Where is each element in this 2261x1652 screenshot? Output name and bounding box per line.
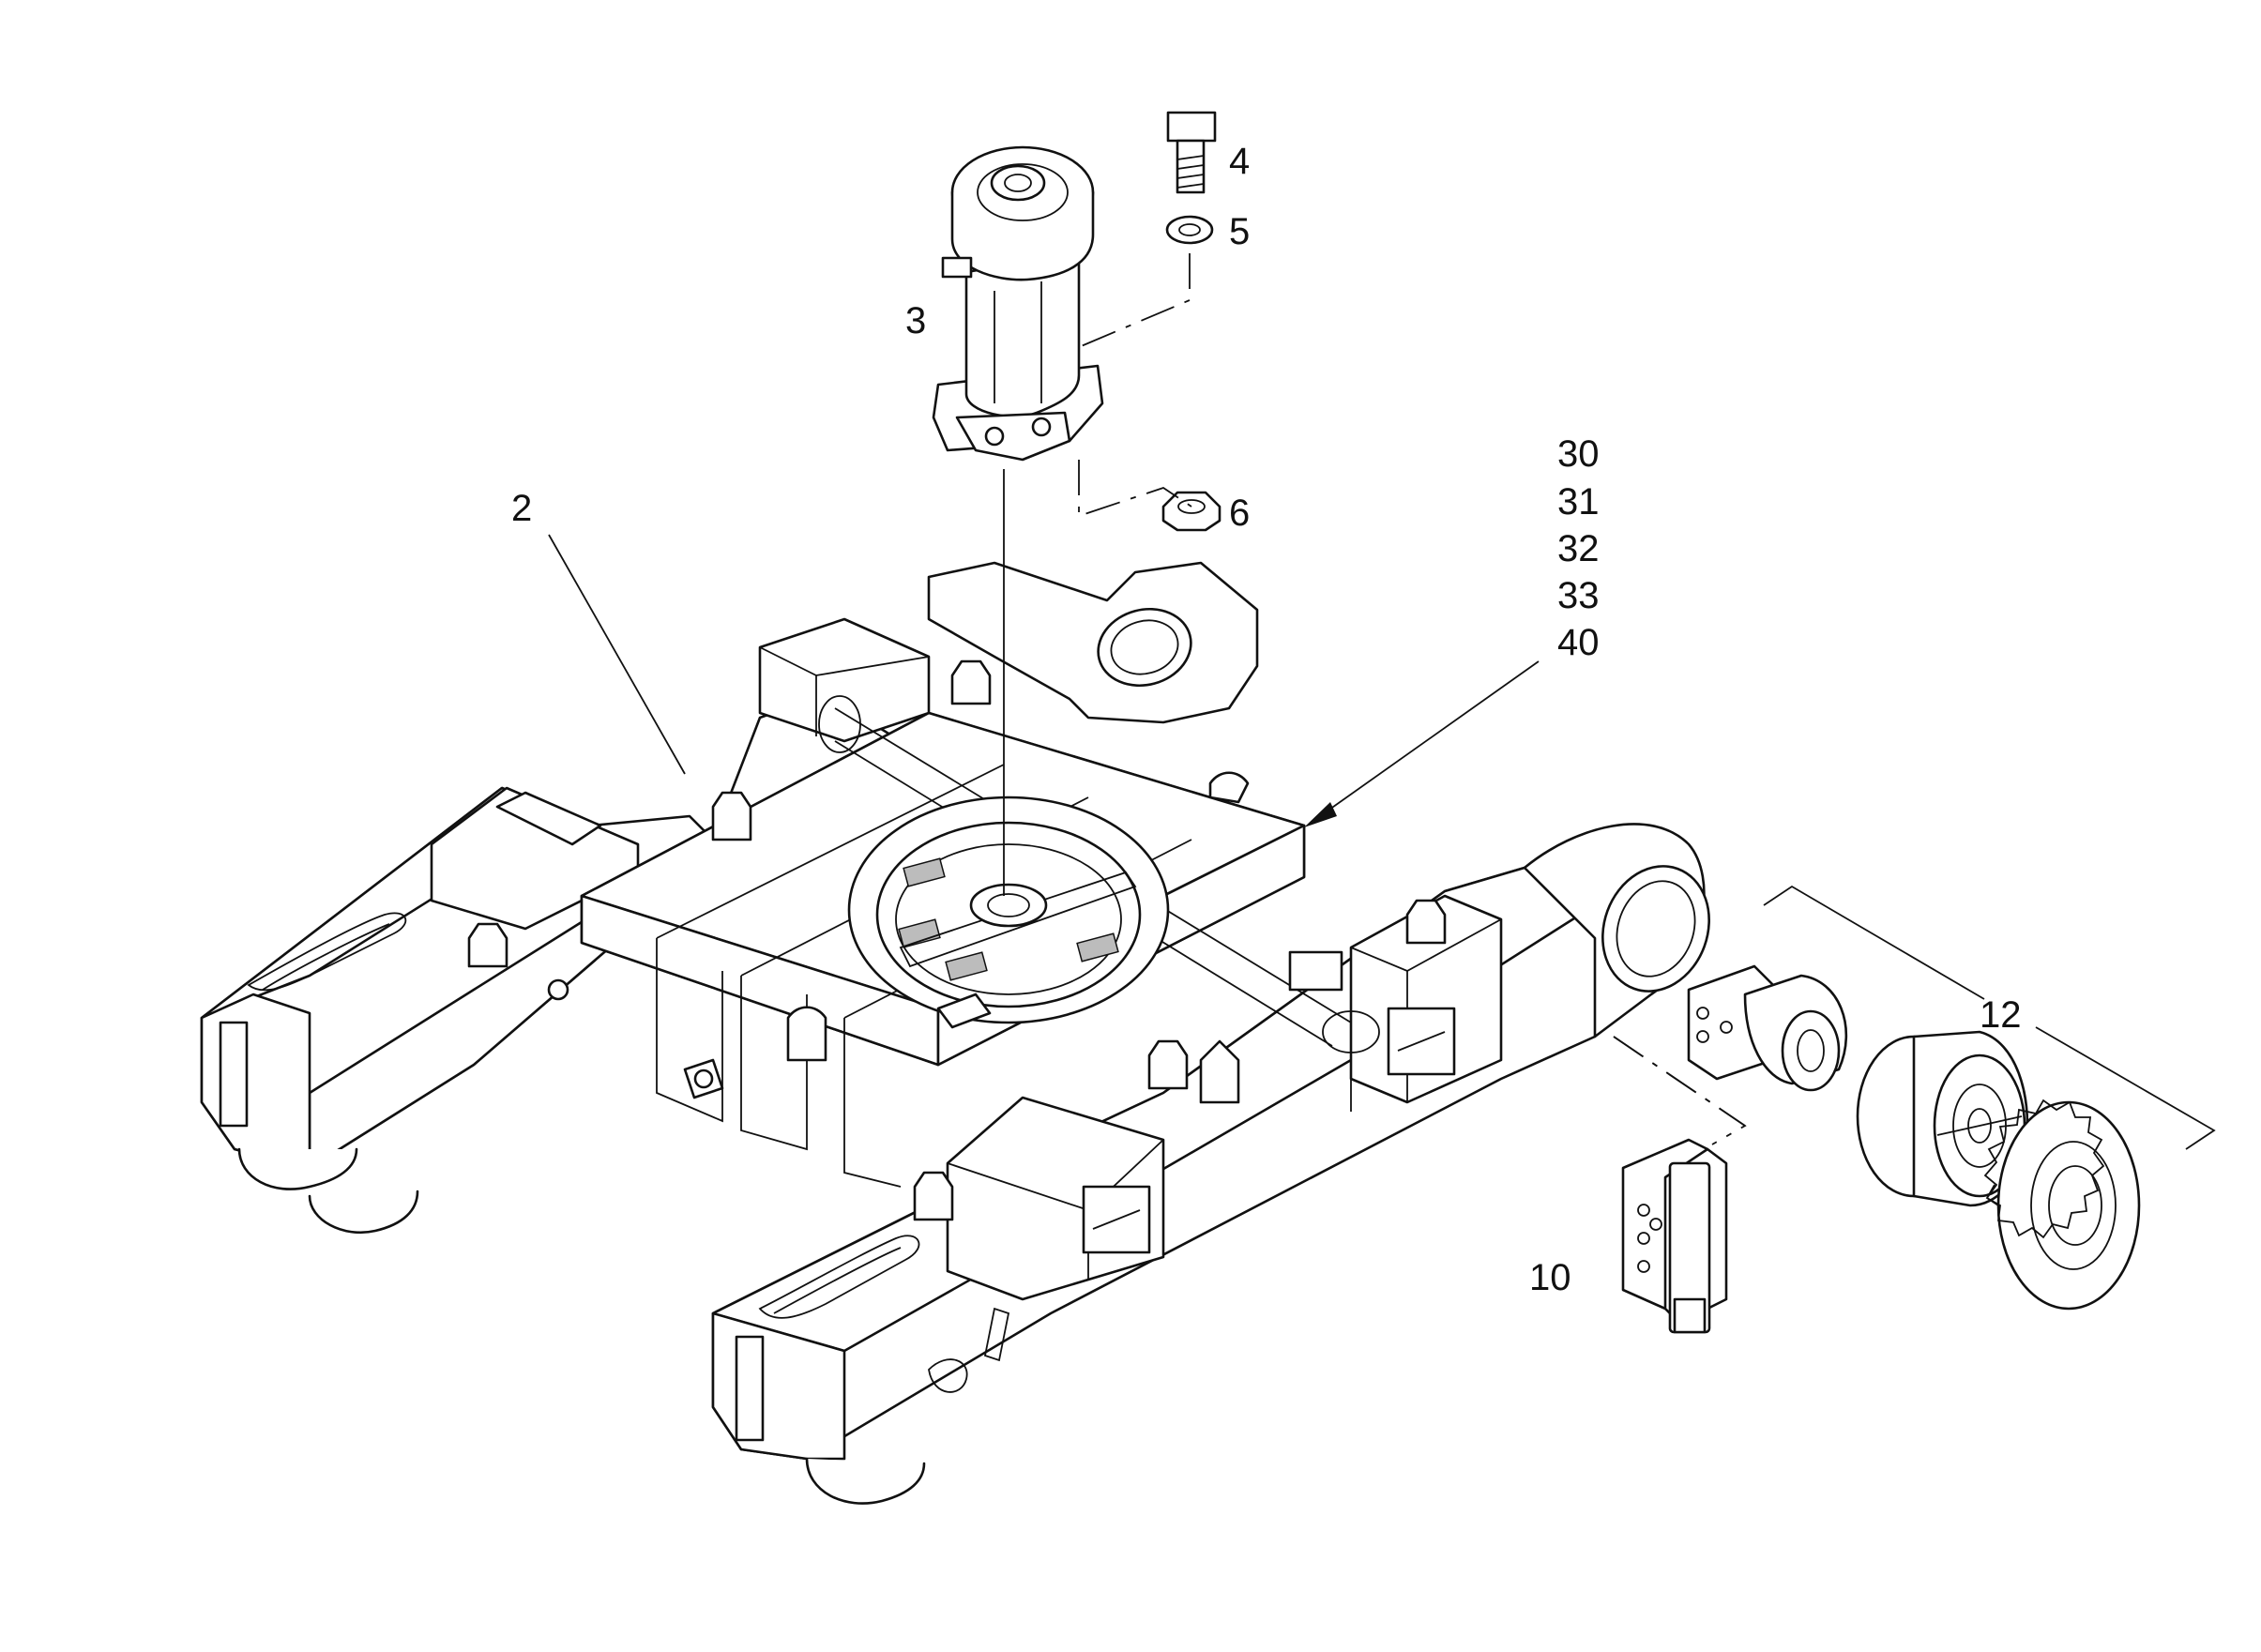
callout-3: 3 [905, 300, 926, 341]
travel-motor [1687, 964, 1848, 1092]
callout-labels: 2 3 4 5 6 30 31 32 33 40 12 10 [511, 141, 2022, 1298]
rotary-joint [932, 145, 1104, 462]
hydraulic-valve [1621, 1138, 1728, 1334]
hex-nut [1161, 491, 1222, 532]
final-drive-gearbox [1856, 1030, 2029, 1207]
callout-12: 12 [1980, 994, 2022, 1036]
undercarriage-frame [200, 561, 1710, 1505]
callout-40: 40 [1557, 622, 1600, 663]
callout-10: 10 [1529, 1257, 1571, 1298]
washer [1165, 215, 1214, 245]
callout-31: 31 [1557, 481, 1600, 523]
callout-4: 4 [1229, 141, 1250, 182]
leader-lines [548, 253, 2216, 1150]
callout-32: 32 [1557, 528, 1600, 569]
callout-30: 30 [1557, 433, 1600, 475]
callout-6: 6 [1229, 493, 1250, 534]
drive-sprocket [1983, 1099, 2141, 1311]
callout-33: 33 [1557, 575, 1600, 616]
callout-5: 5 [1229, 211, 1250, 252]
callout-2: 2 [511, 488, 532, 529]
hex-bolt [1166, 111, 1217, 194]
